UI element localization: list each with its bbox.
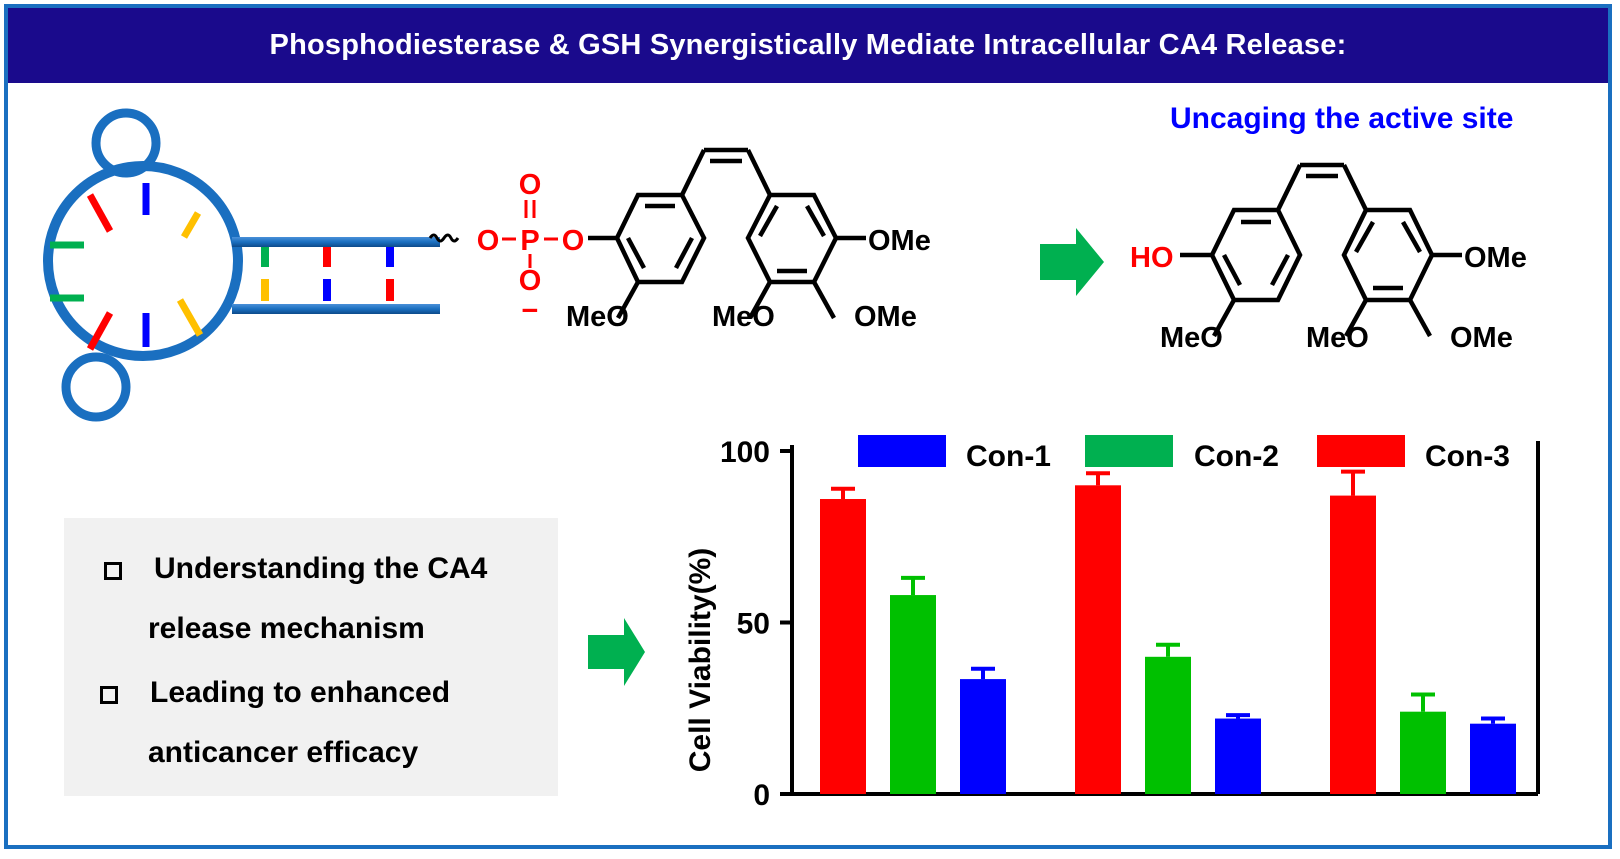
summary-item-1-line2: release mechanism	[148, 612, 425, 645]
loop-main	[43, 161, 243, 361]
atom-o-top: O	[519, 169, 542, 201]
substituent-ho: HO	[1130, 242, 1174, 274]
substituent-ome-right: OMe	[1464, 242, 1527, 274]
y-tick-label: 50	[737, 608, 770, 641]
atom-o-left: O	[477, 225, 500, 257]
legend-swatch-con-1	[858, 435, 946, 467]
chart-legend: Con-1 Con-2 Con-3	[858, 435, 1510, 473]
bar-con-3-group-3	[1330, 495, 1376, 794]
bar-con-2-group-3	[1400, 711, 1446, 794]
substituent-ome-bottom: OMe	[854, 301, 917, 333]
checkbox-icon	[104, 562, 122, 580]
stem-strand-bottom	[232, 304, 440, 314]
y-axis-label: Cell Viability(%)	[684, 548, 717, 773]
substituent-meo-mid: MeO	[712, 301, 775, 333]
summary-item-2-line2: anticancer efficacy	[148, 736, 419, 769]
arrow-right-icon	[1040, 228, 1104, 296]
substituent-meo-mid: MeO	[1306, 322, 1369, 354]
substituent-meo-left: MeO	[1160, 322, 1223, 354]
atom-o-bottom: O	[519, 265, 542, 297]
bar-con-2-group-2	[1145, 656, 1191, 794]
summary-item-1-line1: Understanding the CA4	[154, 552, 488, 585]
legend-label-con-2: Con-2	[1194, 440, 1279, 473]
legend-label-con-3: Con-3	[1425, 440, 1510, 473]
stem-strand-top	[232, 237, 440, 247]
prodrug-structure: O P O O O − OMe MeO MeO OMe	[428, 147, 931, 333]
bar-con-3-group-1	[820, 499, 866, 794]
summary-item-2-line1: Leading to enhanced	[150, 676, 451, 709]
banner-title: Phosphodiesterase & GSH Synergistically …	[269, 29, 1347, 61]
y-tick-label: 0	[753, 779, 770, 812]
arrow-right-icon	[588, 618, 645, 686]
checkbox-icon	[100, 686, 118, 704]
legend-swatch-con-2	[1085, 435, 1173, 467]
ca4-product-structure: HO OMe MeO MeO OMe	[1130, 162, 1527, 354]
substituent-meo-left: MeO	[566, 301, 629, 333]
atom-o-right: O	[562, 225, 585, 257]
cell-viability-chart: Con-1 Con-2 Con-3 Cell Viability(%) 0 50 1…	[684, 435, 1540, 812]
bar-con-3-group-2	[1075, 485, 1121, 794]
title-banner: Phosphodiesterase & GSH Synergistically …	[8, 8, 1608, 83]
atom-p: P	[520, 225, 539, 257]
legend-label-con-1: Con-1	[966, 440, 1051, 473]
substituent-ome-bottom: OMe	[1450, 322, 1513, 354]
loop-top	[91, 108, 161, 178]
chart-bars	[820, 469, 1516, 794]
bar-con-1-group-3	[1470, 723, 1516, 794]
bar-con-2-group-1	[890, 595, 936, 794]
scheme-subtitle: Uncaging the active site	[1170, 102, 1514, 135]
legend-swatch-con-3	[1317, 435, 1405, 467]
bar-con-1-group-2	[1215, 718, 1261, 794]
substituent-ome-right: OMe	[868, 225, 931, 257]
dna-hairpin-icon	[43, 108, 440, 422]
loop-bottom	[61, 352, 131, 422]
bar-con-1-group-1	[960, 679, 1006, 794]
y-tick-label: 100	[720, 436, 770, 469]
wavy-linker	[428, 233, 460, 243]
summary-box: Understanding the CA4 release mechanism …	[64, 518, 558, 796]
negative-charge: −	[522, 295, 539, 327]
